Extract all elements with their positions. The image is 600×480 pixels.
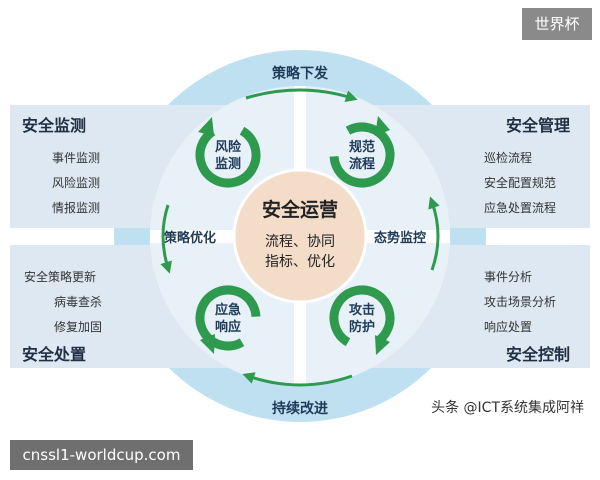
panel-item-top-left-2: 风险监测 xyxy=(52,175,100,190)
cycle-label-top-left-2: 监测 xyxy=(215,156,241,172)
ring-label-right: 态势监控 xyxy=(374,230,426,246)
panel-item-bottom-left-3: 修复加固 xyxy=(54,319,102,334)
cycle-arrow-bottom-left xyxy=(195,285,261,354)
panel-item-top-right-2: 安全配置规范 xyxy=(484,175,556,190)
cycle-label-bottom-left-2: 响应 xyxy=(215,319,241,335)
ring-label-bottom: 持续改进 xyxy=(272,400,328,417)
credit-text: 头条 @ICT系统集成阿祥 xyxy=(431,399,584,416)
panel-item-top-right-1: 巡检流程 xyxy=(484,150,532,165)
cycle-label-top-right-1: 规范 xyxy=(349,139,375,155)
center-line-2: 指标、优化 xyxy=(265,254,335,270)
panel-title-bottom-left: 安全处置 xyxy=(22,345,86,364)
cycle-arrow-top-left xyxy=(195,117,261,188)
cycle-arrow-bottom-right xyxy=(329,285,395,355)
center-line-1: 流程、协同 xyxy=(265,234,335,250)
cycle-label-top-right-2: 流程 xyxy=(349,156,375,172)
panel-title-top-left: 安全监测 xyxy=(22,116,86,135)
cycle-label-bottom-left-1: 应急 xyxy=(215,302,241,318)
cycle-arrow-top-right xyxy=(329,116,395,188)
center-title: 安全运营 xyxy=(262,198,338,221)
panel-item-bottom-right-1: 事件分析 xyxy=(484,270,532,284)
arc-bottom-arrow xyxy=(242,372,353,387)
watermark-url: cnssl1-worldcup.com xyxy=(10,440,193,470)
cycle-label-bottom-right-2: 防护 xyxy=(349,319,375,335)
panel-item-top-right-3: 应急处置流程 xyxy=(484,200,556,215)
cycle-label-top-left-1: 风险 xyxy=(215,139,242,155)
panel-item-bottom-left-2: 病毒查杀 xyxy=(54,294,102,309)
panel-item-top-left-1: 事件监测 xyxy=(52,151,100,165)
arc-right-arrow xyxy=(428,196,440,271)
arc-top-arrow xyxy=(245,88,358,102)
panel-item-bottom-left-1: 安全策略更新 xyxy=(24,269,96,284)
ring-label-top: 策略下发 xyxy=(271,65,329,82)
panel-item-bottom-right-2: 攻击场景分析 xyxy=(484,295,556,309)
watermark-tag: 世界杯 xyxy=(522,8,592,40)
center-circle xyxy=(232,168,368,304)
panel-title-bottom-right: 安全控制 xyxy=(506,345,570,364)
arc-left-arrow xyxy=(160,204,172,274)
panel-title-top-right: 安全管理 xyxy=(506,116,570,135)
panel-item-bottom-right-3: 响应处置 xyxy=(484,319,532,334)
panel-item-top-left-3: 情报监测 xyxy=(52,200,100,215)
cycle-label-bottom-right-1: 攻击 xyxy=(349,302,375,318)
ring-label-left: 策略优化 xyxy=(164,230,216,246)
